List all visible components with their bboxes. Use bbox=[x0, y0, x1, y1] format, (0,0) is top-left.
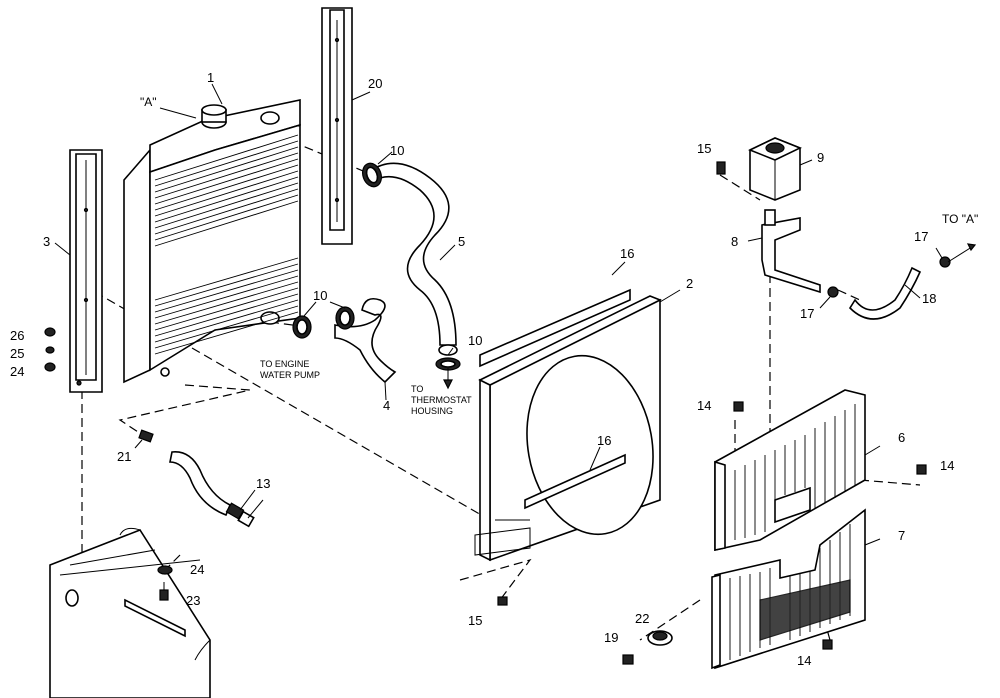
callout-17-lower: 17 bbox=[800, 306, 814, 321]
callout-1: 1 bbox=[207, 70, 214, 85]
lower-grille-7 bbox=[711, 508, 866, 670]
bolt-14 bbox=[733, 401, 927, 650]
engine-pump-label-line1: TO ENGINE bbox=[260, 359, 309, 369]
thermostat-label-line3: HOUSING bbox=[411, 406, 453, 416]
callout-16-lower: 16 bbox=[597, 433, 611, 448]
tank-bracket-8 bbox=[761, 209, 821, 294]
engine-pump-label-line2: WATER PUMP bbox=[260, 370, 320, 380]
callout-21: 21 bbox=[117, 449, 131, 464]
callout-10-upper: 10 bbox=[390, 143, 404, 158]
leader-lines bbox=[54, 83, 977, 546]
callout-22: 22 bbox=[635, 611, 649, 626]
side-bracket-3 bbox=[69, 149, 103, 393]
callout-7: 7 bbox=[898, 528, 905, 543]
callout-9: 9 bbox=[817, 150, 824, 165]
bracket-hardware bbox=[44, 327, 56, 372]
callout-19: 19 bbox=[604, 630, 618, 645]
drain-hose-13 bbox=[169, 451, 255, 528]
callout-14-right: 14 bbox=[940, 458, 954, 473]
callout-24-frame: 24 bbox=[190, 562, 204, 577]
upper-grille-6 bbox=[714, 389, 866, 551]
fan-shroud-2 bbox=[474, 295, 662, 562]
callout-10-thermostat: 10 bbox=[468, 333, 482, 348]
ref-a-label: "A" bbox=[140, 95, 157, 109]
callout-15-lower: 15 bbox=[468, 613, 482, 628]
to-a-label: TO "A" bbox=[942, 212, 978, 226]
callout-15-upper: 15 bbox=[697, 141, 711, 156]
callout-14-upper: 14 bbox=[697, 398, 711, 413]
lower-hose-4 bbox=[334, 297, 397, 384]
callout-5: 5 bbox=[458, 234, 465, 249]
callout-17-upper: 17 bbox=[914, 229, 928, 244]
callout-8: 8 bbox=[731, 234, 738, 249]
bolt-19 bbox=[622, 654, 634, 665]
callout-13: 13 bbox=[256, 476, 270, 491]
overflow-hose-18 bbox=[848, 266, 922, 320]
frame-bolt-23 bbox=[159, 582, 169, 601]
upper-grille-slots bbox=[734, 404, 856, 540]
bracket-strip-20 bbox=[321, 7, 353, 245]
thermostat-label-line1: TO bbox=[411, 384, 423, 394]
callout-20: 20 bbox=[368, 76, 382, 91]
chassis-frame bbox=[49, 527, 211, 698]
callout-14-lower: 14 bbox=[797, 653, 811, 668]
callout-18: 18 bbox=[922, 291, 936, 306]
callout-numbers: 1 20 10 3 5 10 10 26 25 24 4 21 13 24 23… bbox=[10, 70, 954, 668]
callout-23: 23 bbox=[186, 593, 200, 608]
callout-10-lower-a: 10 bbox=[313, 288, 327, 303]
overflow-tank-9 bbox=[748, 137, 802, 201]
assembly-lines bbox=[81, 119, 921, 641]
callout-4: 4 bbox=[383, 398, 390, 413]
latch-22 bbox=[647, 630, 673, 646]
callout-16-upper: 16 bbox=[620, 246, 634, 261]
callout-3: 3 bbox=[43, 234, 50, 249]
radiator-core-fins bbox=[154, 134, 299, 355]
callout-26: 26 bbox=[10, 328, 24, 343]
radiator-1 bbox=[123, 99, 301, 384]
annotation-labels: "A" TO "A" TO ENGINE WATER PUMP TO THERM… bbox=[140, 95, 978, 416]
drain-fitting-21 bbox=[138, 429, 154, 443]
small-clamps-17 bbox=[827, 256, 951, 298]
bolt-15 bbox=[497, 161, 726, 606]
thermostat-label-line2: THERMOSTAT bbox=[411, 395, 472, 405]
frame-washer-24 bbox=[157, 565, 173, 575]
upper-hose-5 bbox=[374, 162, 458, 356]
hose-clamps-10 bbox=[292, 162, 461, 371]
callout-24-bracket: 24 bbox=[10, 364, 24, 379]
callout-6: 6 bbox=[898, 430, 905, 445]
seal-strip-16 bbox=[479, 288, 631, 510]
callout-2: 2 bbox=[686, 276, 693, 291]
callout-25: 25 bbox=[10, 346, 24, 361]
